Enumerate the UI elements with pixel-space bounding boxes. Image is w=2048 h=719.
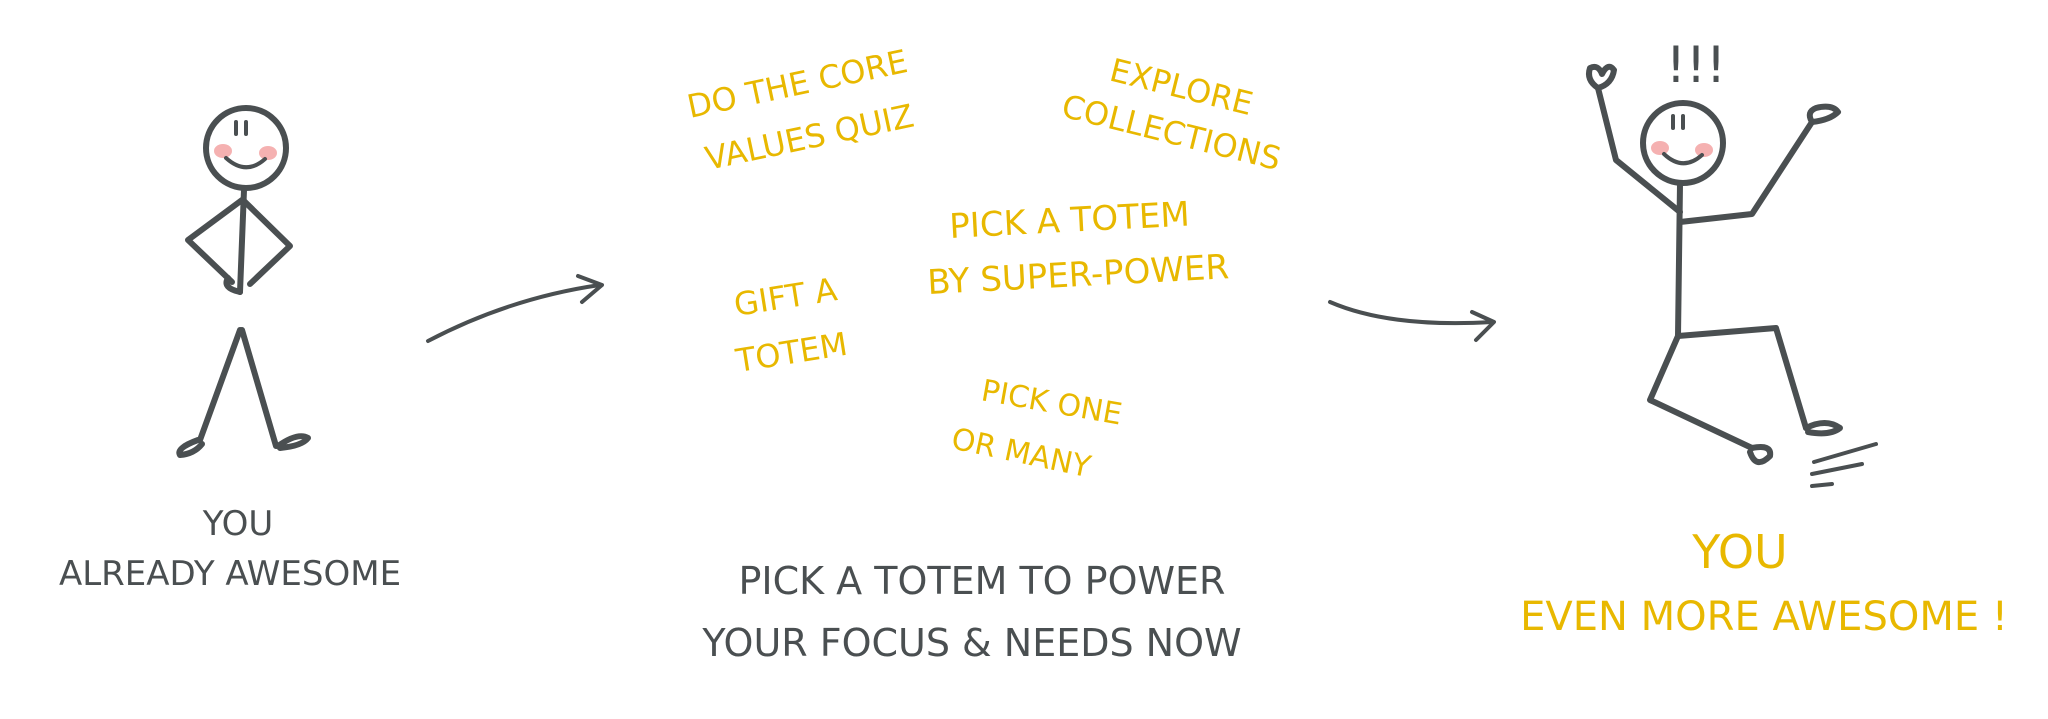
- right-leg: [1675, 325, 1809, 431]
- left-caption-line1: YOU: [202, 504, 274, 544]
- right-hand: [1806, 103, 1841, 125]
- left-smile: [224, 156, 267, 170]
- left-foot: [176, 437, 205, 458]
- right-leg: [1647, 333, 1755, 451]
- middle-caption-line2: YOUR FOCUS & NEEDS NOW: [701, 621, 1241, 665]
- motion-line: [1812, 442, 1878, 464]
- right-cheek: [1695, 143, 1713, 157]
- right-caption-line1: YOU: [1691, 525, 1787, 579]
- left-leg: [239, 327, 279, 449]
- left-cheek: [214, 144, 232, 158]
- right-foot: [1747, 444, 1774, 465]
- stick-figure-left: [176, 105, 311, 458]
- arrow-head: [1470, 310, 1496, 342]
- right-head: [1640, 100, 1726, 186]
- right-cheek: [1651, 141, 1669, 155]
- left-leg: [197, 327, 243, 443]
- option-pick-one-or-many-line2: OR MANY: [948, 422, 1094, 486]
- exclamation-marks: !!!: [1666, 36, 1726, 94]
- option-pick-by-super-power-line1: PICK A TOTEM: [948, 194, 1190, 247]
- left-body: [237, 187, 247, 295]
- left-hand: [223, 275, 243, 295]
- right-arm: [1595, 85, 1683, 215]
- arrow-middle-to-right: [1328, 300, 1496, 342]
- left-foot: [275, 433, 311, 451]
- right-hand: [1586, 63, 1617, 91]
- option-gift-a-totem-line2: TOTEM: [732, 325, 850, 380]
- motion-line: [1810, 462, 1864, 476]
- option-gift-a-totem-line1: GIFT A: [731, 270, 839, 324]
- stick-figure-right: [1586, 63, 1878, 488]
- left-arm: [240, 197, 293, 287]
- arrow-shaft: [426, 283, 602, 343]
- left-caption-line2: ALREADY AWESOME: [59, 554, 401, 594]
- motion-line: [1810, 482, 1834, 488]
- right-smile: [1662, 152, 1704, 166]
- right-caption-line2: EVEN MORE AWESOME !: [1520, 594, 2008, 640]
- option-pick-one-or-many-line1: PICK ONE: [979, 373, 1125, 432]
- left-cheek: [259, 146, 277, 160]
- middle-caption-line1: PICK A TOTEM TO POWER: [739, 559, 1226, 603]
- right-foot: [1803, 420, 1843, 437]
- arrow-shaft: [1328, 300, 1494, 326]
- option-pick-by-super-power-line2: BY SUPER-POWER: [926, 247, 1230, 303]
- arrow-head: [576, 274, 604, 304]
- arrow-left-to-middle: [426, 274, 604, 343]
- left-arm: [185, 197, 245, 285]
- right-arm: [1677, 119, 1815, 225]
